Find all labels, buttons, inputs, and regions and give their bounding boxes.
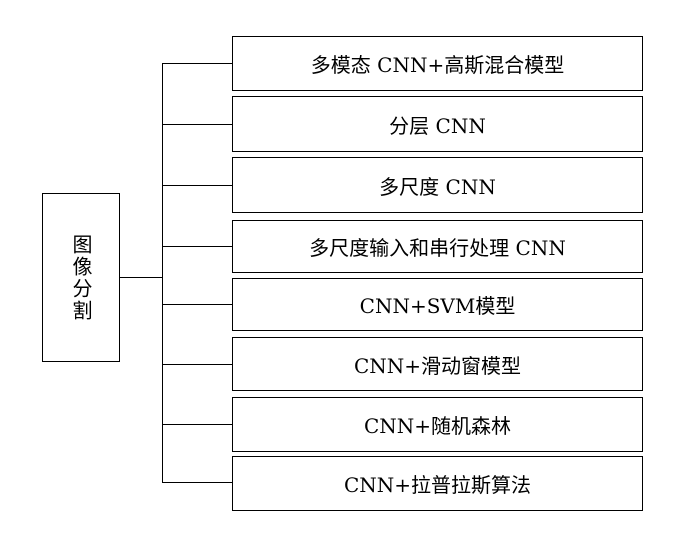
method-node: CNN+拉普拉斯算法 (232, 456, 643, 511)
method-label: CNN+滑动窗模型 (353, 353, 522, 378)
branch-line (162, 424, 232, 425)
method-label: 多尺度输入和串行处理 CNN (309, 236, 566, 260)
method-node: 多模态 CNN+高斯混合模型 (232, 36, 643, 91)
branch-line (162, 124, 232, 125)
branch-line (162, 304, 232, 305)
method-node: 多尺度输入和串行处理 CNN (232, 220, 643, 273)
branch-line (162, 482, 232, 483)
method-node: 多尺度 CNN (232, 157, 643, 213)
trunk-line (162, 63, 163, 482)
method-label: CNN+随机森林 (363, 414, 512, 438)
root-connector (120, 277, 163, 278)
branch-line (162, 185, 232, 186)
method-label: 多尺度 CNN (379, 174, 496, 199)
branch-line (162, 63, 232, 64)
branch-line (162, 364, 232, 365)
root-node-label: 图像分割 (69, 233, 93, 322)
method-node: 分层 CNN (232, 96, 643, 152)
method-label: CNN+SVM模型 (359, 294, 516, 318)
method-label: CNN+拉普拉斯算法 (343, 473, 532, 497)
method-node: CNN+随机森林 (232, 397, 643, 452)
branch-line (162, 246, 232, 247)
method-node: CNN+滑动窗模型 (232, 337, 643, 391)
method-label: 多模态 CNN+高斯混合模型 (310, 53, 565, 77)
method-label: 分层 CNN (389, 113, 486, 138)
root-node: 图像分割 (42, 193, 120, 362)
method-node: CNN+SVM模型 (232, 278, 643, 331)
